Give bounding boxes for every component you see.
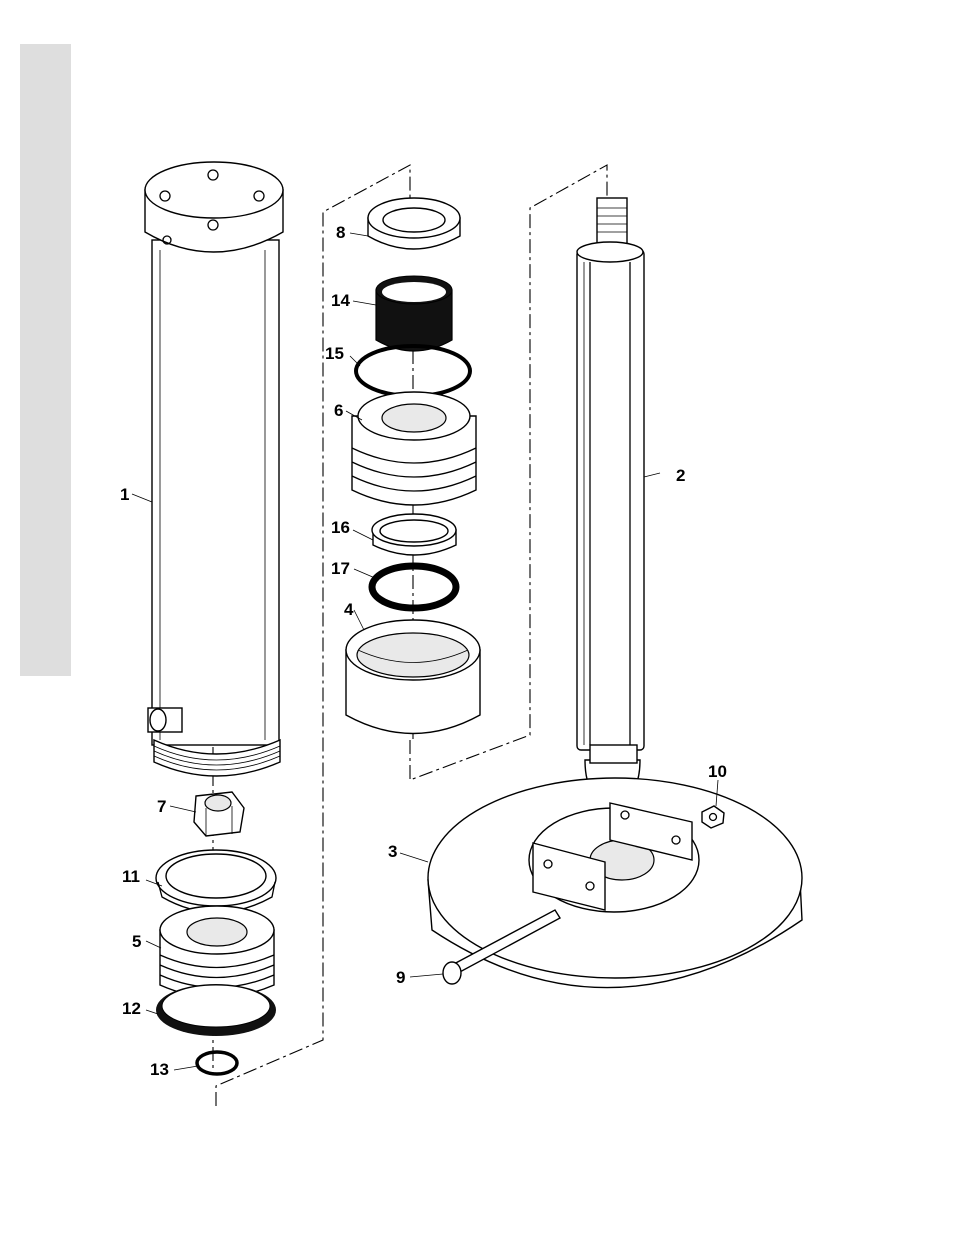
ram-2-part <box>577 198 644 803</box>
callout-17: 17 <box>331 559 350 578</box>
cylinder-body-part <box>145 162 283 776</box>
callout-16: 16 <box>331 518 350 537</box>
callout-8: 8 <box>336 223 345 242</box>
callout-11: 11 <box>122 867 140 886</box>
seal-17-part <box>372 566 456 608</box>
callout-10: 10 <box>708 762 727 781</box>
ring-8-part <box>368 198 460 249</box>
callout-3: 3 <box>388 842 397 861</box>
collar-4-part <box>346 620 480 734</box>
bushing-14-part <box>376 276 452 351</box>
callout-7: 7 <box>157 797 166 816</box>
callout-9: 9 <box>396 968 405 987</box>
o-ring-13-part <box>197 1052 237 1074</box>
callout-2: 2 <box>676 466 685 485</box>
callout-15: 15 <box>325 344 344 363</box>
seal-12-part <box>156 984 276 1036</box>
ring-11-part <box>156 850 276 913</box>
callout-12: 12 <box>122 999 141 1018</box>
callout-14: 14 <box>331 291 350 310</box>
piston-5-part <box>160 906 274 998</box>
callout-13: 13 <box>150 1060 169 1079</box>
hex-nut-part <box>194 792 244 836</box>
callout-6: 6 <box>334 401 343 420</box>
gland-6-part <box>352 392 476 505</box>
ring-16-part <box>372 514 456 555</box>
callout-4: 4 <box>344 600 354 619</box>
callout-5: 5 <box>132 932 141 951</box>
callout-1: 1 <box>120 485 129 504</box>
